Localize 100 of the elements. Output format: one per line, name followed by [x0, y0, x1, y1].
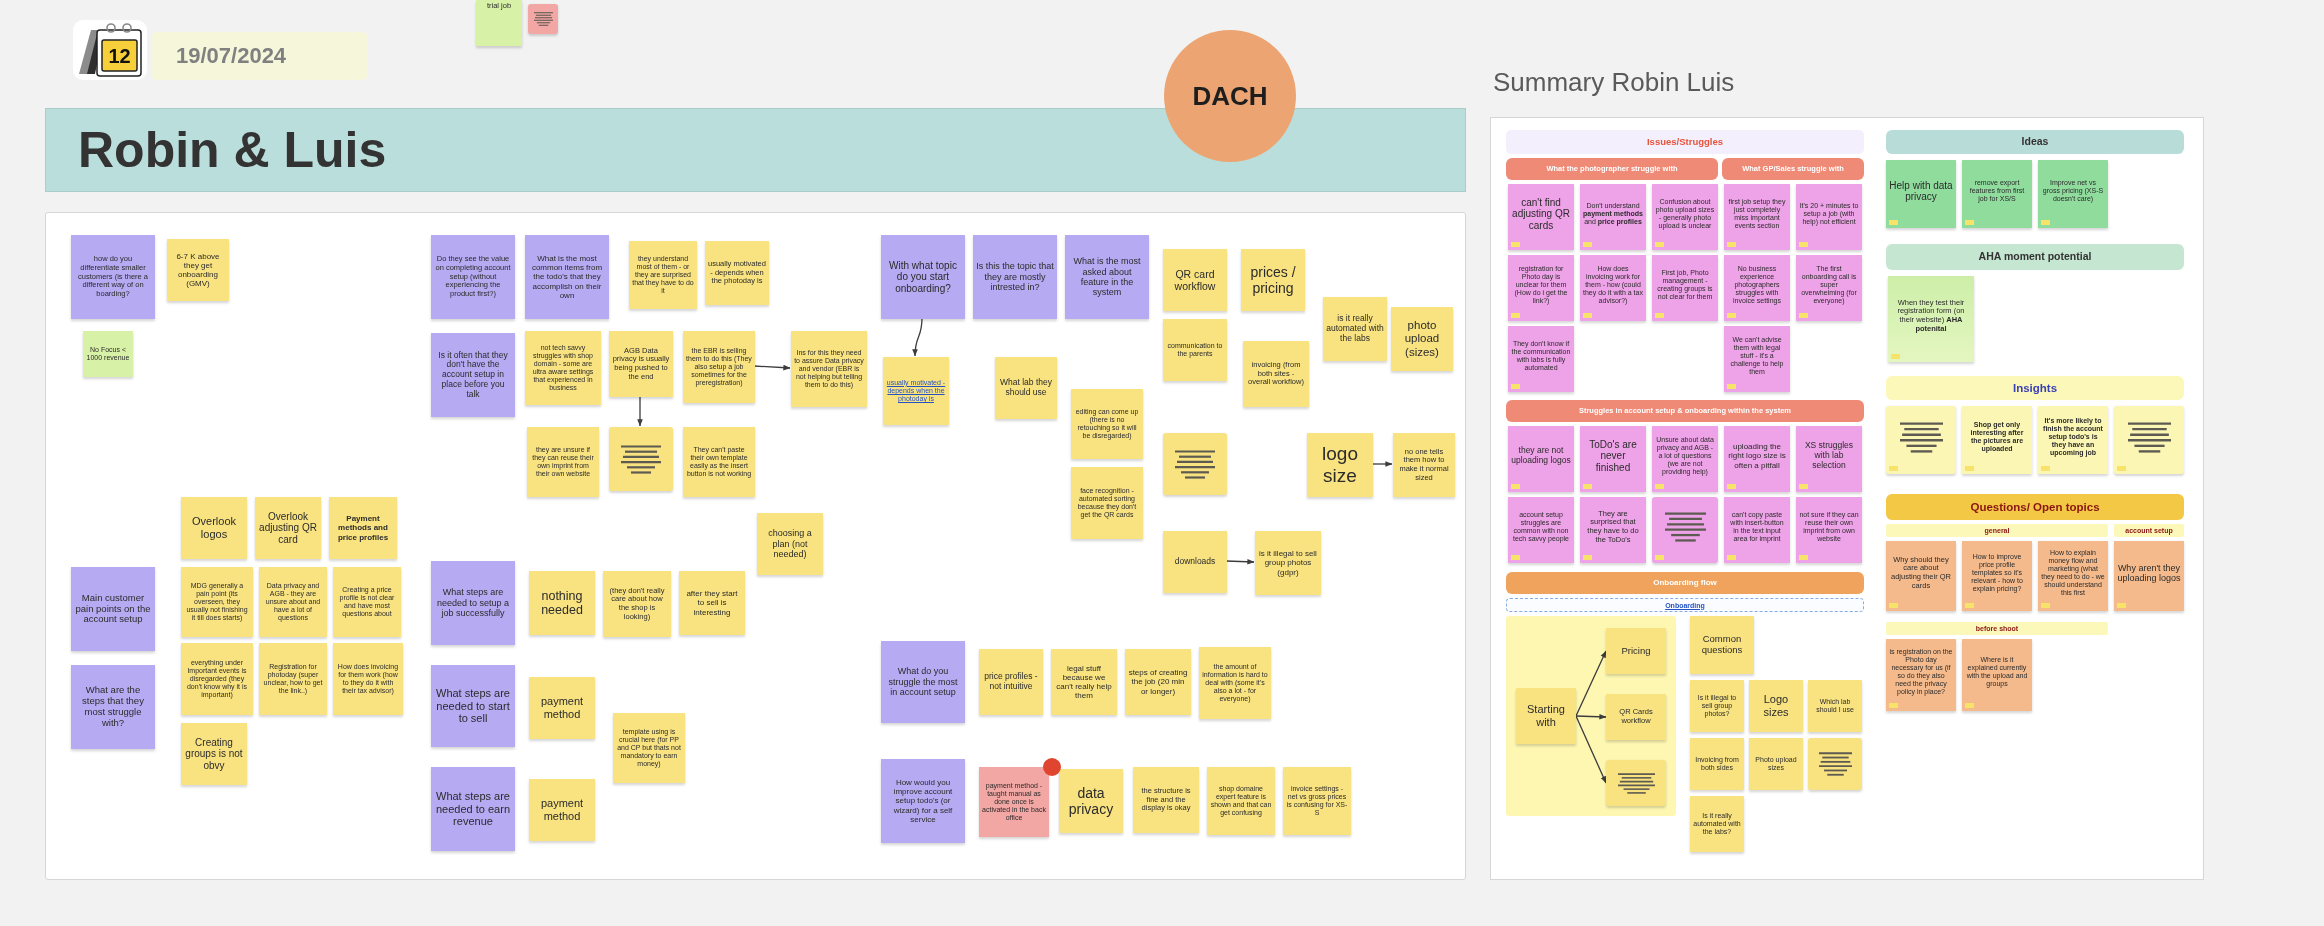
note-text: Payment methods and price profiles	[336, 514, 390, 542]
sticky-note	[1690, 796, 1744, 852]
sticky-note	[1886, 406, 1956, 474]
sticky-note	[1724, 326, 1790, 392]
section-header: Issues/Struggles	[1506, 130, 1864, 154]
note-text: Main customer pain points on the account setup	[74, 592, 152, 626]
sticky-note	[1243, 341, 1309, 407]
arrow	[753, 364, 791, 371]
board-frame	[45, 212, 1466, 880]
sticky-note	[1580, 184, 1646, 250]
sticky-note	[1241, 249, 1305, 311]
sticky-note	[1516, 688, 1576, 744]
note-text: Is it often that they don't have the account setup in place before you talk	[437, 350, 509, 400]
note-text: Logo sizes	[1762, 693, 1790, 719]
arrow	[912, 317, 923, 357]
sticky-note	[259, 643, 327, 715]
sticky-note	[683, 331, 755, 403]
note-text: payment method	[539, 797, 585, 823]
sticky-note	[757, 513, 823, 575]
sticky-note	[883, 357, 949, 425]
sticky-note	[603, 571, 671, 637]
note-text: Overlook logos	[191, 515, 237, 541]
note-text: prices / pricing	[1249, 263, 1297, 297]
sticky-note	[881, 235, 965, 319]
arrow	[637, 395, 643, 427]
sticky-note	[881, 641, 965, 723]
sticky-note	[1690, 616, 1754, 674]
sticky-note	[1508, 497, 1574, 563]
note-text: price profiles - not intuitive	[983, 672, 1039, 692]
sticky-note	[1255, 531, 1321, 595]
sticky-note	[431, 767, 515, 851]
sticky-note	[1749, 738, 1803, 790]
sticky-note	[973, 235, 1057, 319]
note-text: is it illegal to sell group photos (gdpr)	[1258, 549, 1318, 577]
region-circle: DACH	[1164, 30, 1296, 162]
sticky-note	[1962, 160, 2032, 228]
sticky-note	[2038, 160, 2108, 228]
arrow	[1575, 714, 1607, 720]
sticky-note	[609, 427, 673, 491]
sticky-note	[527, 427, 599, 497]
note-text: Pricing	[1621, 645, 1651, 657]
date-label: 19/07/2024	[151, 32, 368, 80]
sticky-note	[529, 677, 595, 739]
note-text: can't find adjusting QR cards	[1511, 196, 1571, 232]
sticky-note	[1962, 541, 2032, 611]
sticky-note	[431, 333, 515, 417]
sticky-note	[1508, 255, 1574, 321]
note-text: data privacy	[1067, 784, 1115, 818]
sticky-note	[1606, 628, 1666, 674]
sticky-note	[525, 331, 601, 405]
sticky-note	[1163, 249, 1227, 311]
note-text: logo size	[1321, 443, 1359, 487]
sticky-note	[71, 665, 155, 749]
note-text: photo upload (sizes)	[1403, 319, 1441, 359]
sticky-note	[679, 571, 745, 635]
note-text: Overlook adjusting QR card	[258, 510, 318, 546]
sticky-note	[1652, 184, 1718, 250]
note-text: XS struggles with lab selection	[1803, 441, 1855, 471]
sticky-note	[613, 713, 685, 783]
sticky-note	[683, 427, 755, 497]
sticky-note	[1796, 426, 1862, 492]
note-text: How would you improve account setup todo's (or wizard) for a self service	[892, 778, 954, 824]
sticky-note	[1606, 694, 1666, 740]
note-text: legal stuff because we can't really help them	[1055, 663, 1113, 701]
note-text: What is the most common items from the todo's that they accomplish on their own	[530, 254, 604, 300]
sticky-note	[1724, 255, 1790, 321]
sticky-note	[1323, 297, 1387, 361]
sticky-note	[181, 723, 247, 785]
sticky-note	[181, 567, 253, 637]
section-header: AHA moment potential	[1886, 244, 2184, 270]
sticky-note	[979, 649, 1043, 715]
sticky-note	[1886, 639, 1956, 711]
sticky-note	[333, 567, 401, 637]
note-text: Common questions	[1700, 634, 1744, 656]
note-text: QR card workflow	[1173, 267, 1217, 293]
sticky-note	[1606, 760, 1666, 806]
sticky-note	[1199, 647, 1271, 719]
frame-title: Summary Robin Luis	[1493, 68, 1735, 98]
sticky-note	[1065, 235, 1149, 319]
sticky-note	[629, 241, 697, 309]
sticky-note	[181, 643, 253, 715]
sticky-note	[167, 239, 229, 301]
note-text: 6-7 K above they get onboarding (GMV)	[175, 251, 221, 289]
note-text: Starting with	[1526, 703, 1566, 729]
note-text: downloads	[1174, 557, 1216, 567]
note-text: is it really automated with the labs	[1326, 314, 1384, 344]
sticky-note	[1163, 319, 1227, 381]
day-number: 12	[107, 44, 132, 69]
sticky-note	[791, 331, 867, 407]
sticky-note	[1724, 497, 1790, 563]
sticky-note	[881, 759, 965, 843]
sticky-note	[2114, 406, 2184, 474]
sticky-note	[1508, 184, 1574, 250]
sticky-note	[528, 4, 558, 34]
sticky-note	[329, 497, 397, 559]
sticky-note	[1207, 767, 1275, 835]
sticky-note	[1059, 769, 1123, 833]
section-header: Ideas	[1886, 130, 2184, 154]
sticky-note	[529, 571, 595, 635]
sticky-note	[525, 235, 609, 319]
